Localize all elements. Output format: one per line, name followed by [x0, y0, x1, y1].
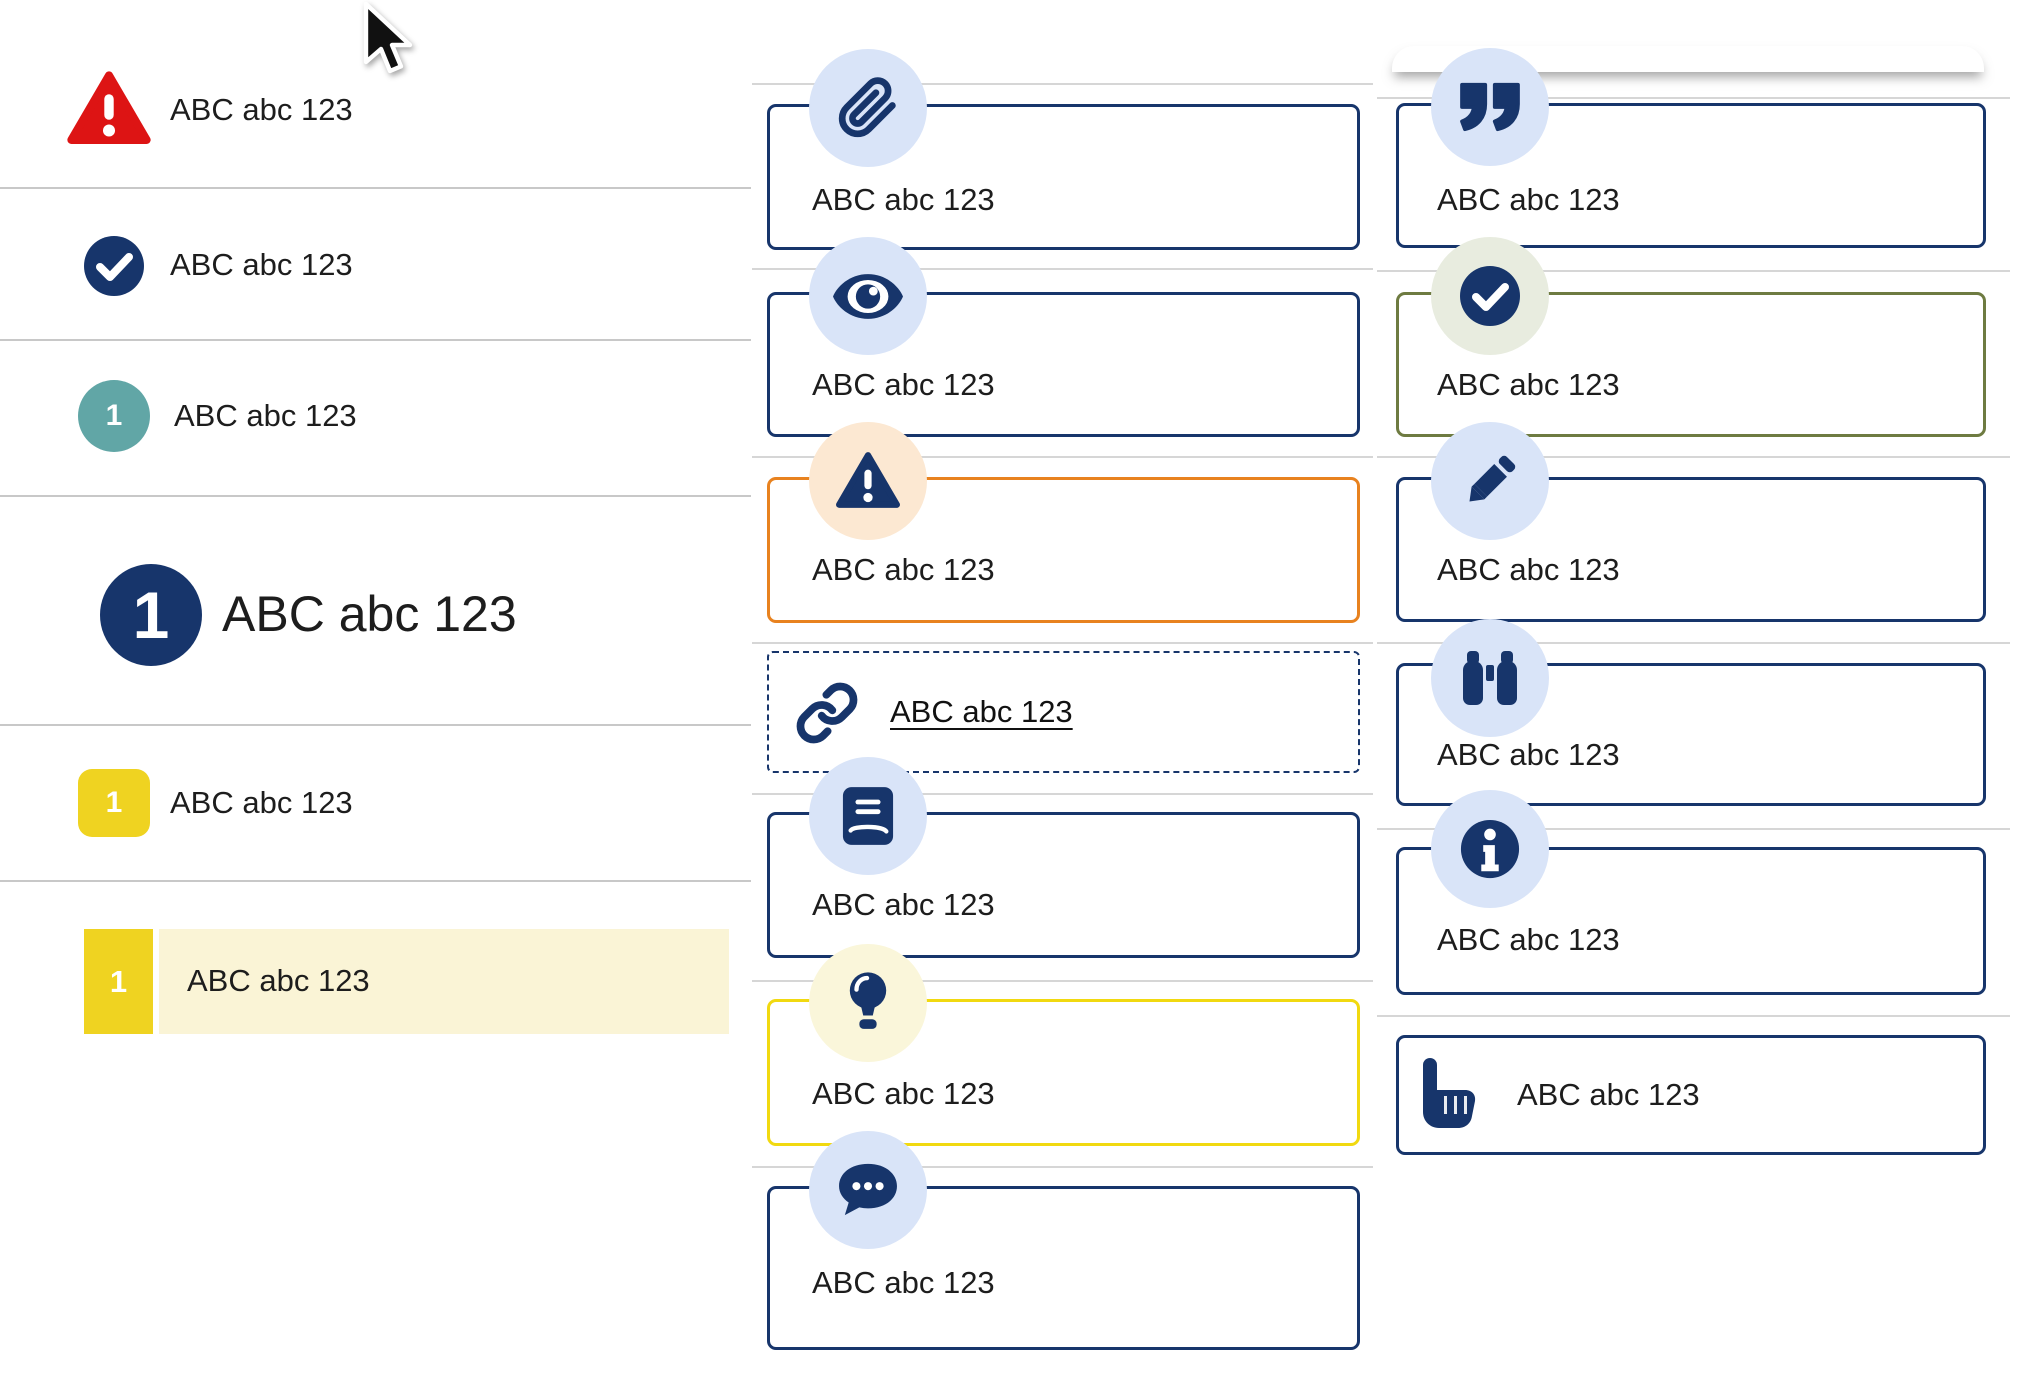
divider [0, 187, 751, 189]
binoculars-icon [1458, 648, 1522, 708]
divider [0, 495, 751, 497]
yellow-square-number-badge: 1 [78, 769, 150, 837]
callout-label: ABC abc 123 [1437, 737, 1620, 772]
list-item-label-large: ABC abc 123 [222, 586, 517, 642]
divider [752, 642, 1373, 644]
divider [752, 83, 1373, 85]
callout-box-link [767, 651, 1360, 773]
warning-triangle-icon [835, 451, 901, 511]
divider [0, 339, 751, 341]
divider [1377, 97, 2010, 99]
list-item-label: ABC abc 123 [170, 785, 353, 820]
divider [0, 880, 751, 882]
divider [1377, 642, 2010, 644]
callout-label: ABC abc 123 [1437, 922, 1620, 957]
eye-icon [833, 273, 903, 320]
list-item-label: ABC abc 123 [170, 247, 353, 282]
callout-icon-circle [809, 422, 927, 540]
info-circle-icon [1459, 818, 1521, 880]
callout-label: ABC abc 123 [1517, 1077, 1700, 1112]
callout-box [1396, 1035, 1986, 1155]
warning-triangle-icon [66, 70, 152, 148]
divider [752, 980, 1373, 982]
divider [752, 793, 1373, 795]
callout-box-tip [767, 999, 1360, 1146]
callout-label: ABC abc 123 [1437, 367, 1620, 402]
paperclip-icon [837, 77, 899, 139]
callout-icon-circle [809, 49, 927, 167]
list-item-label: ABC abc 123 [174, 398, 357, 433]
divider [1377, 456, 2010, 458]
yellow-bar-number-badge: 1 [84, 929, 153, 1034]
callout-icon-circle [809, 237, 927, 355]
large-navy-number-badge: 1 [100, 564, 202, 666]
list-item-label: ABC abc 123 [187, 963, 370, 998]
callout-label: ABC abc 123 [812, 552, 995, 587]
callout-label: ABC abc 123 [812, 1265, 995, 1300]
divider [752, 456, 1373, 458]
list-item-label: ABC abc 123 [170, 92, 353, 127]
callout-icon-circle [1431, 48, 1549, 166]
divider [752, 268, 1373, 270]
callout-icon-circle [809, 757, 927, 875]
callout-label: ABC abc 123 [1437, 552, 1620, 587]
comment-dots-icon [837, 1162, 899, 1218]
callout-icon-circle [809, 1131, 927, 1249]
book-icon [841, 785, 895, 847]
callout-label: ABC abc 123 [812, 182, 995, 217]
divider [1377, 270, 2010, 272]
pencil-icon [1460, 451, 1520, 511]
hand-pointer-icon [1419, 1058, 1479, 1130]
callout-icon-circle [1431, 237, 1549, 355]
callout-icon-circle [809, 944, 927, 1062]
divider [0, 724, 751, 726]
callout-icon-circle [1431, 619, 1549, 737]
callout-label: ABC abc 123 [1437, 182, 1620, 217]
check-circle-icon [1458, 264, 1522, 328]
callout-icon-circle [1431, 422, 1549, 540]
check-circle-icon [82, 234, 146, 298]
callout-icon-circle [1431, 790, 1549, 908]
mouse-cursor-icon [358, 2, 414, 86]
divider [752, 1166, 1373, 1168]
callout-label: ABC abc 123 [812, 367, 995, 402]
divider [1377, 1015, 2010, 1017]
link-icon [795, 681, 859, 745]
callout-link[interactable]: ABC abc 123 [890, 694, 1073, 729]
callout-label: ABC abc 123 [812, 887, 995, 922]
lightbulb-icon [845, 970, 891, 1036]
highlighted-row-background [159, 929, 729, 1034]
quote-icon [1458, 81, 1522, 133]
teal-number-badge: 1 [78, 380, 150, 452]
divider [1377, 828, 2010, 830]
callout-label: ABC abc 123 [812, 1076, 995, 1111]
